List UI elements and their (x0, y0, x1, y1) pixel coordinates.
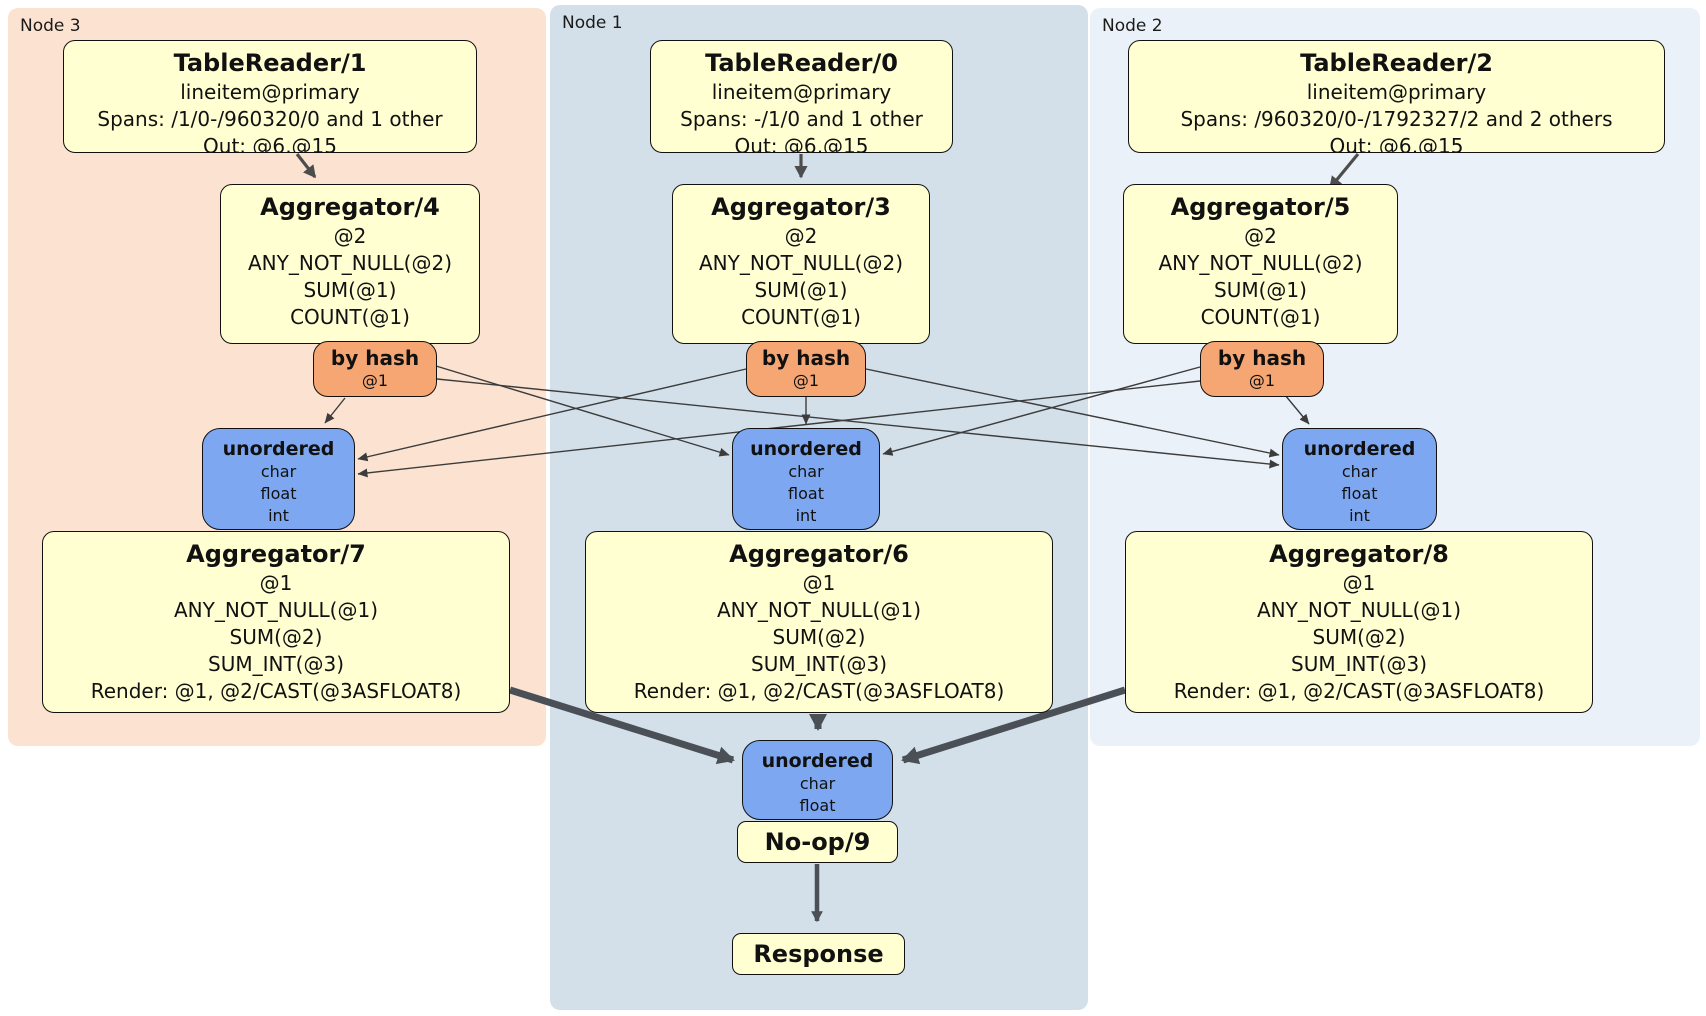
processor-title: Response (753, 940, 884, 968)
processor-title: No-op/9 (764, 828, 871, 856)
processor-title: TableReader/0 (705, 49, 898, 77)
hash-router-node2: by hash @1 (1200, 341, 1324, 397)
sync-title: unordered (1303, 438, 1416, 460)
processor-title: Aggregator/5 (1170, 193, 1351, 221)
aggregator-3: Aggregator/3 @2 ANY_NOT_NULL(@2) SUM(@1)… (672, 184, 930, 344)
router-title: by hash (761, 346, 851, 370)
aggregator-5: Aggregator/5 @2 ANY_NOT_NULL(@2) SUM(@1)… (1123, 184, 1398, 344)
unordered-sync-node1: unordered char float int (732, 428, 880, 530)
table-reader-0: TableReader/0 lineitem@primary Spans: -/… (650, 40, 953, 153)
aggregator-8: Aggregator/8 @1 ANY_NOT_NULL(@1) SUM(@2)… (1125, 531, 1593, 713)
unordered-sync-final: unordered char float (742, 740, 893, 820)
router-title: by hash (330, 346, 420, 370)
tablereader-to-aggregator-edges (295, 152, 1360, 190)
no-op-9: No-op/9 (737, 821, 898, 863)
aggregator-7: Aggregator/7 @1 ANY_NOT_NULL(@1) SUM(@2)… (42, 531, 510, 713)
hash-router-node1: by hash @1 (746, 341, 866, 397)
processor-title: TableReader/2 (1300, 49, 1493, 77)
aggregator-to-final-sync-edges (508, 686, 1127, 765)
sync-title: unordered (222, 438, 335, 460)
processor-title: Aggregator/4 (260, 193, 440, 221)
node-3-label: Node 3 (20, 16, 81, 36)
node-2-label: Node 2 (1102, 16, 1163, 36)
unordered-sync-node2: unordered char float int (1282, 428, 1437, 530)
aggregator-4: Aggregator/4 @2 ANY_NOT_NULL(@2) SUM(@1)… (220, 184, 480, 344)
sync-title: unordered (750, 438, 862, 460)
sync-title: unordered (761, 750, 874, 772)
table-reader-2: TableReader/2 lineitem@primary Spans: /9… (1128, 40, 1665, 153)
table-reader-1: TableReader/1 lineitem@primary Spans: /1… (63, 40, 477, 153)
unordered-sync-node3: unordered char float int (202, 428, 355, 530)
response: Response (732, 933, 905, 975)
processor-title: TableReader/1 (173, 49, 367, 77)
hash-router-node3: by hash @1 (313, 341, 437, 397)
aggregator-6: Aggregator/6 @1 ANY_NOT_NULL(@1) SUM(@2)… (585, 531, 1053, 713)
processor-title: Aggregator/6 (729, 540, 909, 568)
processor-title: Aggregator/7 (186, 540, 366, 568)
processor-title: Aggregator/8 (1269, 540, 1449, 568)
processor-title: Aggregator/3 (711, 193, 891, 221)
router-title: by hash (1217, 346, 1307, 370)
router-to-sync-edges (324, 365, 1310, 478)
node-1-label: Node 1 (562, 13, 623, 33)
